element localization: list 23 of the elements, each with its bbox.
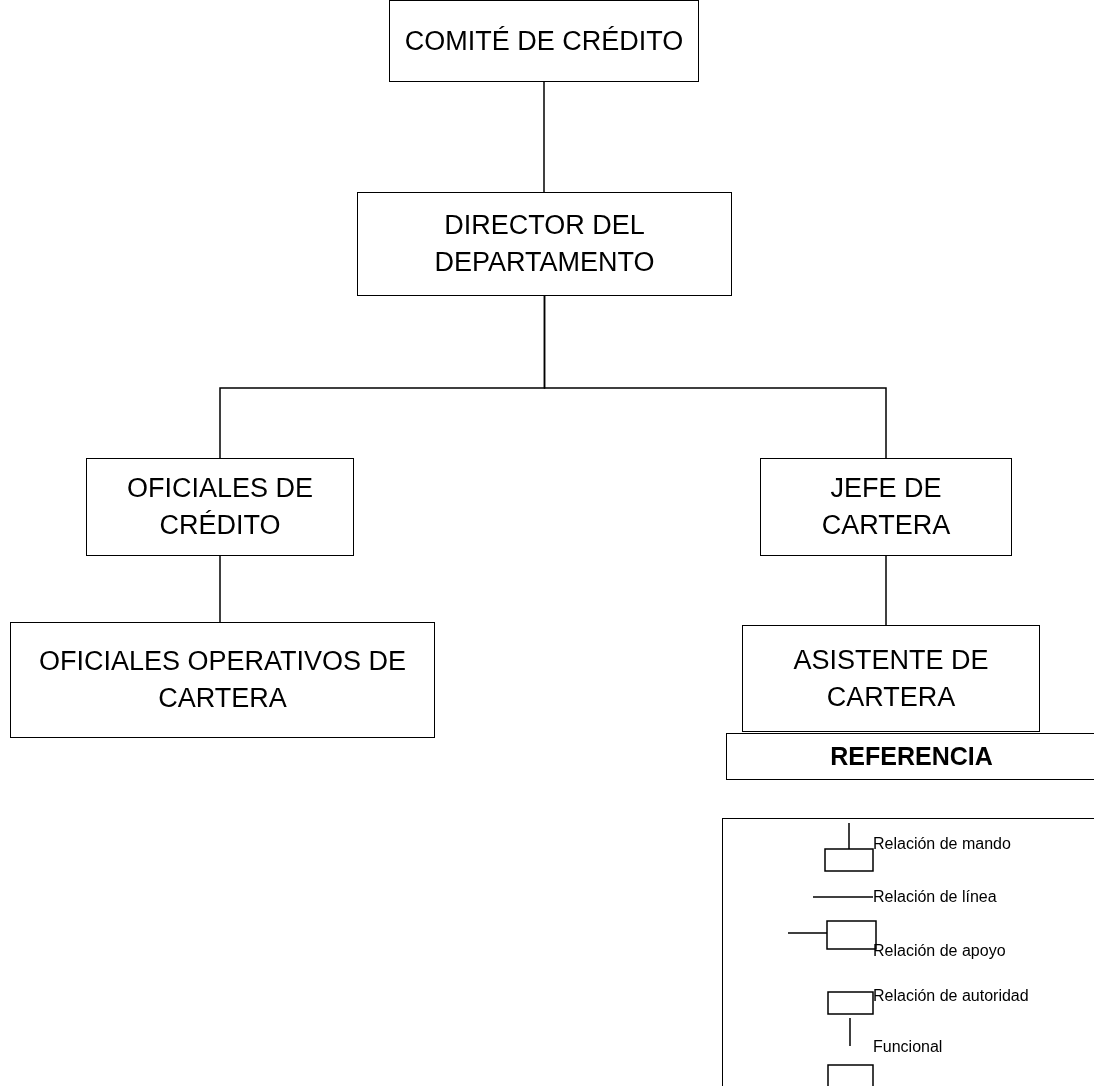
- org-box: [389, 0, 699, 82]
- position-title: COMITÉ DE CRÉDITO: [404, 24, 684, 58]
- legend-label: Relación de línea: [873, 888, 997, 906]
- legend-label: Funcional: [873, 1038, 943, 1056]
- connector-line: [219, 555, 221, 623]
- org-box: [742, 625, 1040, 732]
- position-title: DIRECTOR DEL DEPARTAMENTO: [433, 209, 656, 279]
- org-box: [357, 192, 732, 296]
- legend-label: Relación de mando: [873, 835, 1011, 853]
- legend-header-box: [726, 733, 1094, 780]
- legend-label: Relación de apoyo: [873, 942, 1006, 960]
- connector-line: [885, 555, 887, 626]
- position-title: OFICIALES OPERATIVOS DE CARTERA: [37, 645, 408, 715]
- position-title: ASISTENTE DE CARTERA: [792, 643, 990, 714]
- legend-label: Relación de autoridad: [873, 987, 1029, 1005]
- connector-line: [543, 295, 887, 459]
- legend-title: REFERENCIA: [830, 741, 993, 772]
- position-title: OFICIALES DE CRÉDITO: [125, 472, 314, 542]
- org-box: [10, 622, 435, 738]
- org-box: [760, 458, 1012, 556]
- position-title: JEFE DE CARTERA: [820, 472, 952, 542]
- connector-line: [543, 81, 545, 193]
- org-box: [86, 458, 354, 556]
